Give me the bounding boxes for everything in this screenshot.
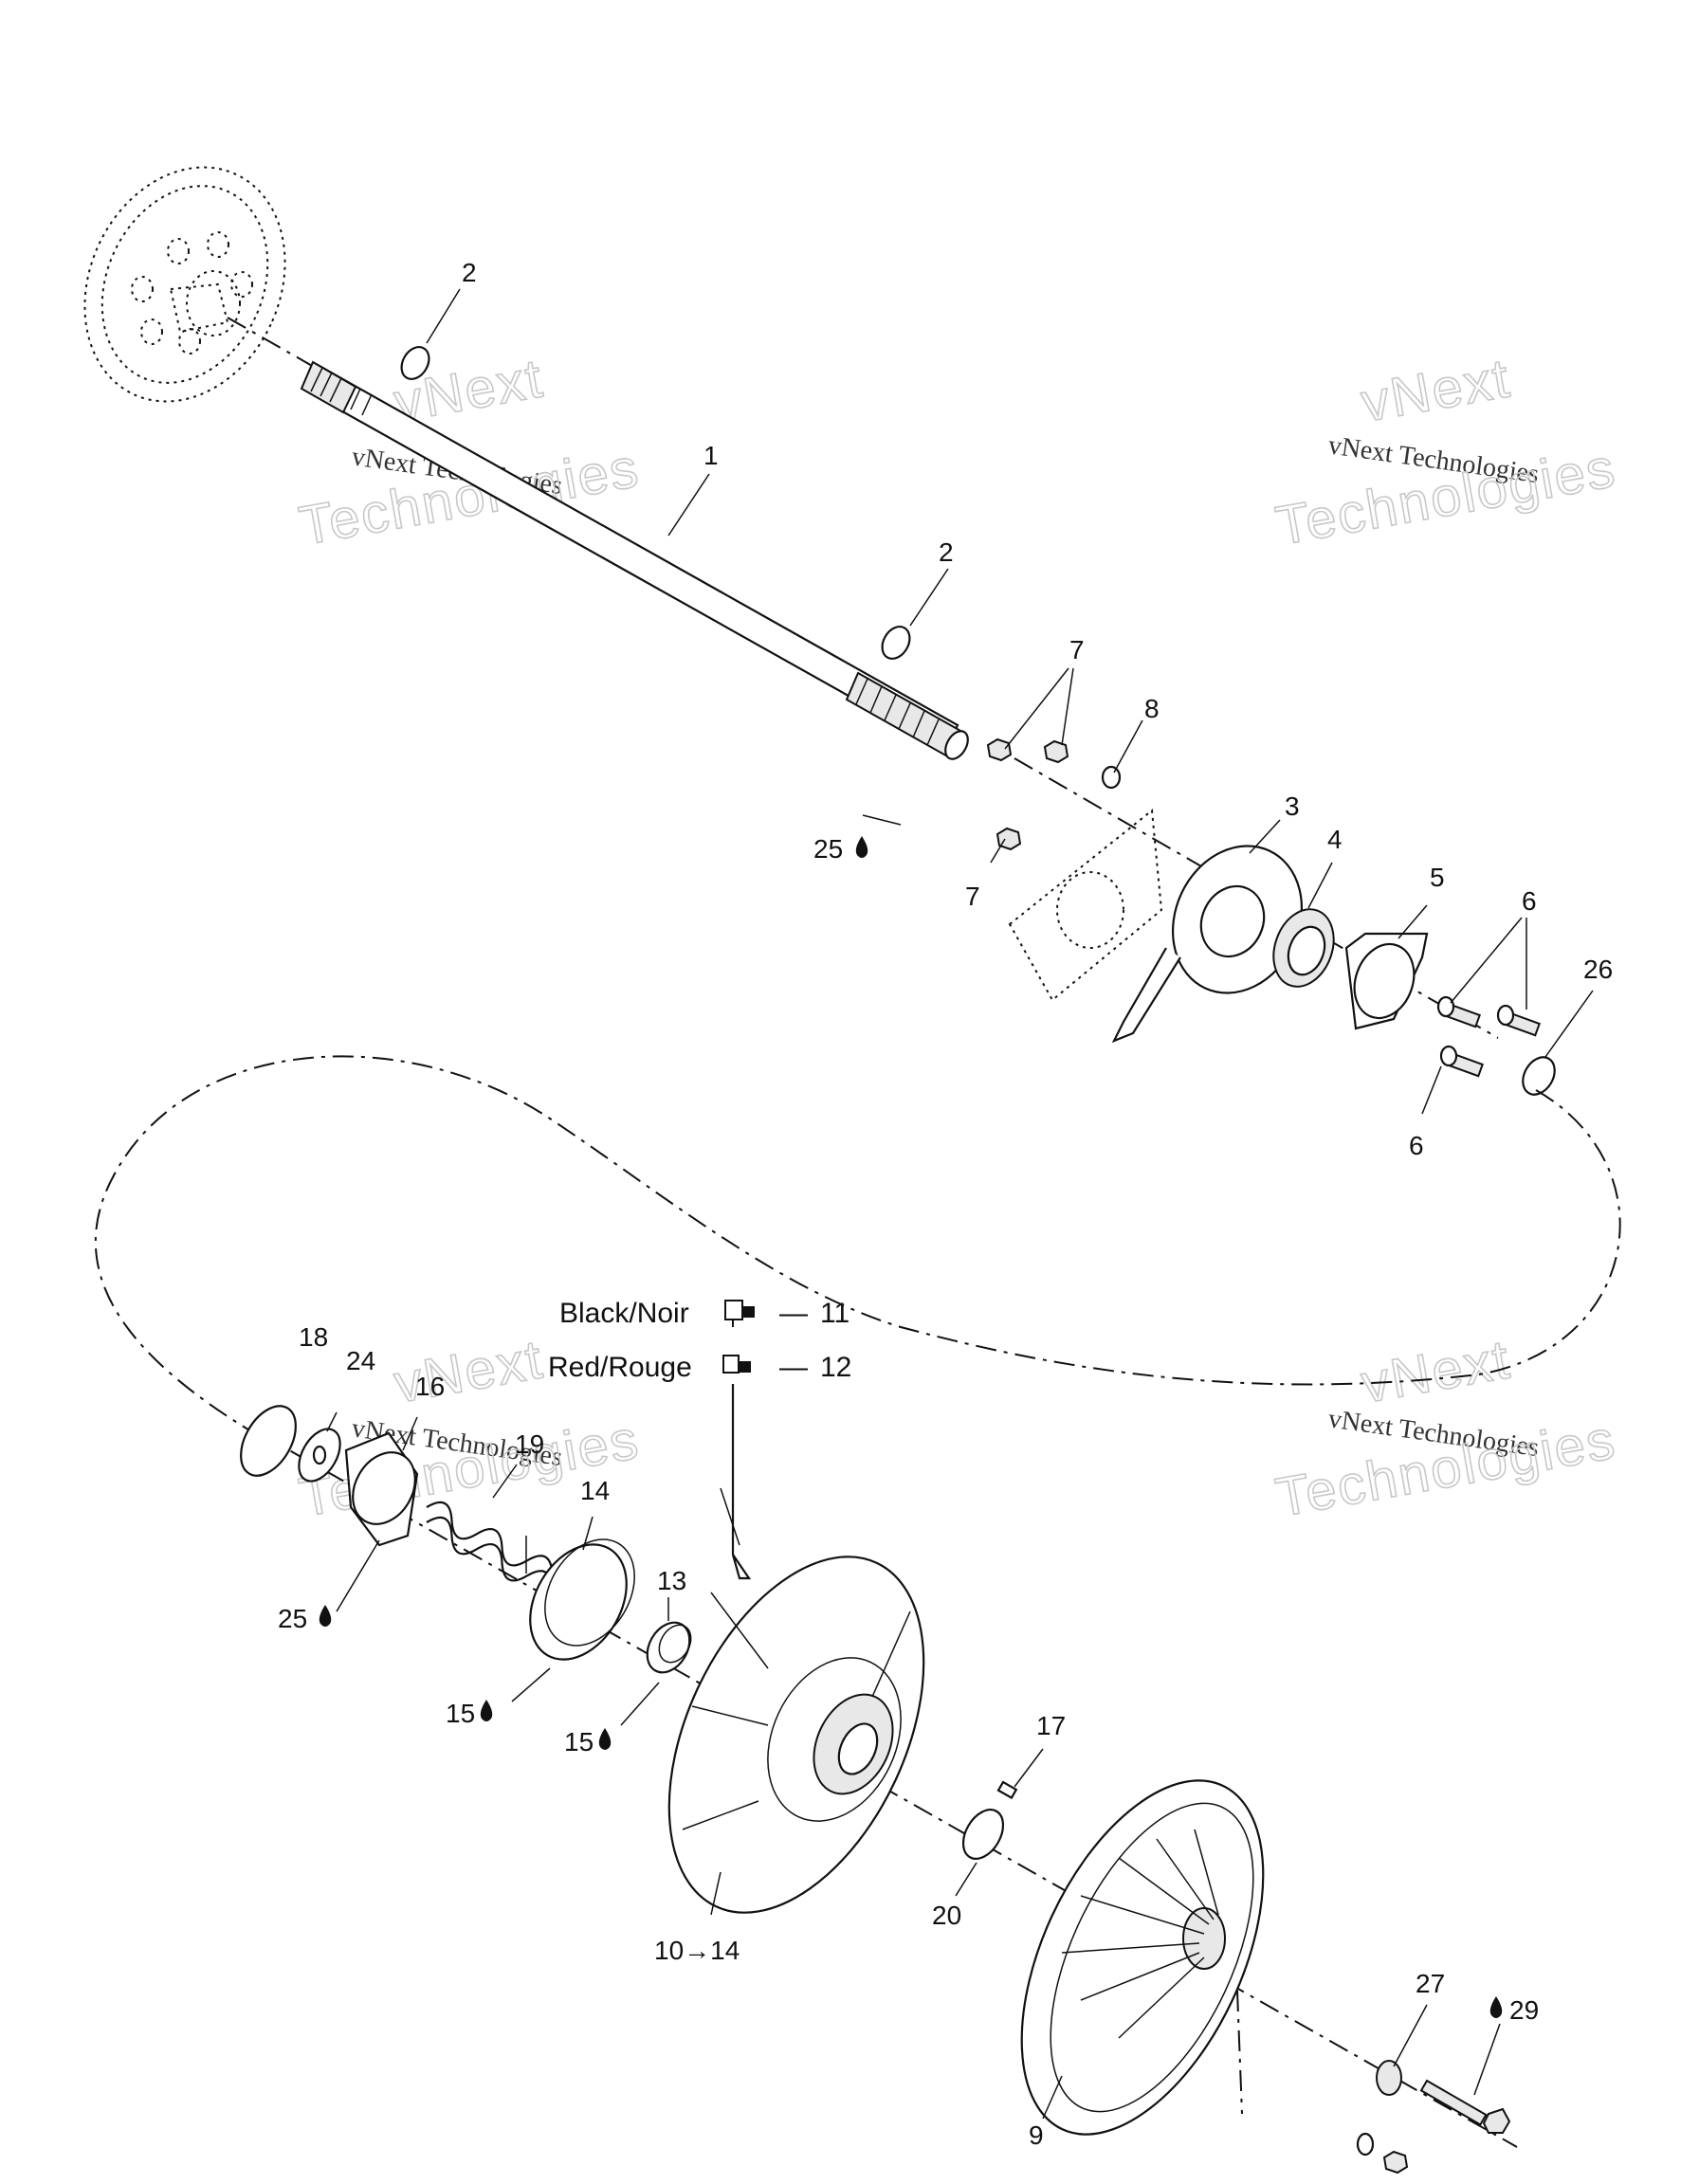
bolt-6c — [1439, 1045, 1484, 1078]
bearing — [1272, 908, 1335, 988]
callout-29: 29 — [1509, 1995, 1539, 2025]
lubricant-drop-icon-29 — [1489, 1996, 1503, 2018]
lubricant-drop-icon-15a — [480, 1700, 493, 1721]
callout-16: 16 — [415, 1372, 445, 1401]
callout-7-lower: 7 — [965, 882, 980, 911]
bushing-13 — [646, 1621, 692, 1674]
callout-15-right: 15 — [564, 1727, 594, 1756]
leader-lines — [326, 288, 1594, 2120]
legend-red-label: Red/Rouge — [548, 1352, 692, 1383]
callout-15-left: 15 — [446, 1699, 475, 1728]
callout-1: 1 — [703, 441, 719, 470]
bearing-retainer-plate — [1111, 845, 1304, 1044]
callout-18: 18 — [299, 1322, 328, 1352]
nut-7a — [986, 737, 1013, 762]
legend-red-ref: 12 — [820, 1352, 851, 1383]
callout-27: 27 — [1416, 1969, 1445, 1998]
ring-26 — [1522, 1056, 1556, 1096]
callout-25-upper: 25 — [813, 834, 843, 864]
callout-8: 8 — [1144, 694, 1160, 723]
wire-connector-black-icon — [724, 1300, 755, 1327]
callout-26: 26 — [1583, 955, 1613, 984]
legend-black-ref: 11 — [820, 1298, 850, 1329]
callout-9: 9 — [1029, 2120, 1044, 2150]
o-ring-lower — [881, 626, 911, 660]
wire-legend: Black/Noir — 11 Red/Rouge — 12 — [548, 1298, 851, 1383]
callout-2-lower: 2 — [939, 537, 954, 567]
legend-red-dash: — — [779, 1352, 808, 1383]
svg-text:vNext: vNext — [1357, 347, 1515, 433]
callout-3: 3 — [1285, 792, 1300, 821]
washer-8 — [1101, 765, 1122, 790]
callout-7-upper: 7 — [1069, 635, 1085, 664]
washer-20 — [961, 1809, 1005, 1860]
callout-6-upper: 6 — [1522, 886, 1537, 916]
legend-black-dash: — — [779, 1298, 808, 1329]
sleeve-14 — [529, 1538, 635, 1661]
drive-belt-outline — [95, 1055, 1621, 1432]
svg-text:vNext: vNext — [390, 1328, 548, 1414]
lubricant-drop-icon-lower — [319, 1605, 332, 1627]
lubricant-drop-icon-upper — [855, 836, 868, 858]
bolt-6b — [1496, 1004, 1541, 1037]
key-17 — [996, 1780, 1018, 1800]
legend-black-label: Black/Noir — [559, 1298, 689, 1329]
callout-6-lower: 6 — [1409, 1131, 1424, 1160]
callout-25-lower: 25 — [278, 1604, 307, 1633]
bolt-29 — [1419, 2079, 1511, 2134]
bolt-6a — [1436, 995, 1481, 1028]
watermark-mid-right: vNext vNext Technologies Technologies — [1270, 1328, 1621, 1530]
cam-16 — [344, 1431, 419, 1547]
flange-housing — [1344, 932, 1429, 1030]
o-ring-upper — [400, 346, 430, 380]
spring-19 — [426, 1501, 554, 1590]
brake-disc — [83, 166, 286, 403]
watermark-top-right: vNext vNext Technologies Technologies — [1270, 347, 1621, 558]
circlip-18 — [240, 1405, 297, 1477]
washer-lower — [1356, 2132, 1375, 2157]
callout-24: 24 — [346, 1346, 375, 1375]
wire-connector-red-icon — [722, 1355, 751, 1374]
callout-20: 20 — [932, 1901, 961, 1930]
washer-27 — [1376, 2060, 1402, 2096]
callout-13: 13 — [657, 1566, 686, 1595]
driven-shaft — [227, 317, 969, 760]
callout-4: 4 — [1327, 825, 1343, 854]
sliding-half-10 — [667, 1556, 925, 1914]
nut-7b — [1043, 739, 1069, 764]
callout-2-upper: 2 — [462, 258, 477, 287]
nut-lower — [1382, 2150, 1409, 2175]
callout-5: 5 — [1430, 863, 1445, 892]
callout-10: 10→14 — [654, 1936, 740, 1965]
callout-17: 17 — [1036, 1711, 1066, 1740]
callout-labels: 1 2 2 3 4 5 6 6 7 7 8 26 25 18 24 16 19 … — [278, 258, 1613, 2150]
callout-19: 19 — [515, 1429, 544, 1459]
fixed-half-9 — [1020, 1779, 1265, 2136]
callout-14: 14 — [580, 1476, 610, 1505]
lubricant-drop-icon-15b — [598, 1728, 612, 1750]
nut-7c — [996, 827, 1022, 851]
